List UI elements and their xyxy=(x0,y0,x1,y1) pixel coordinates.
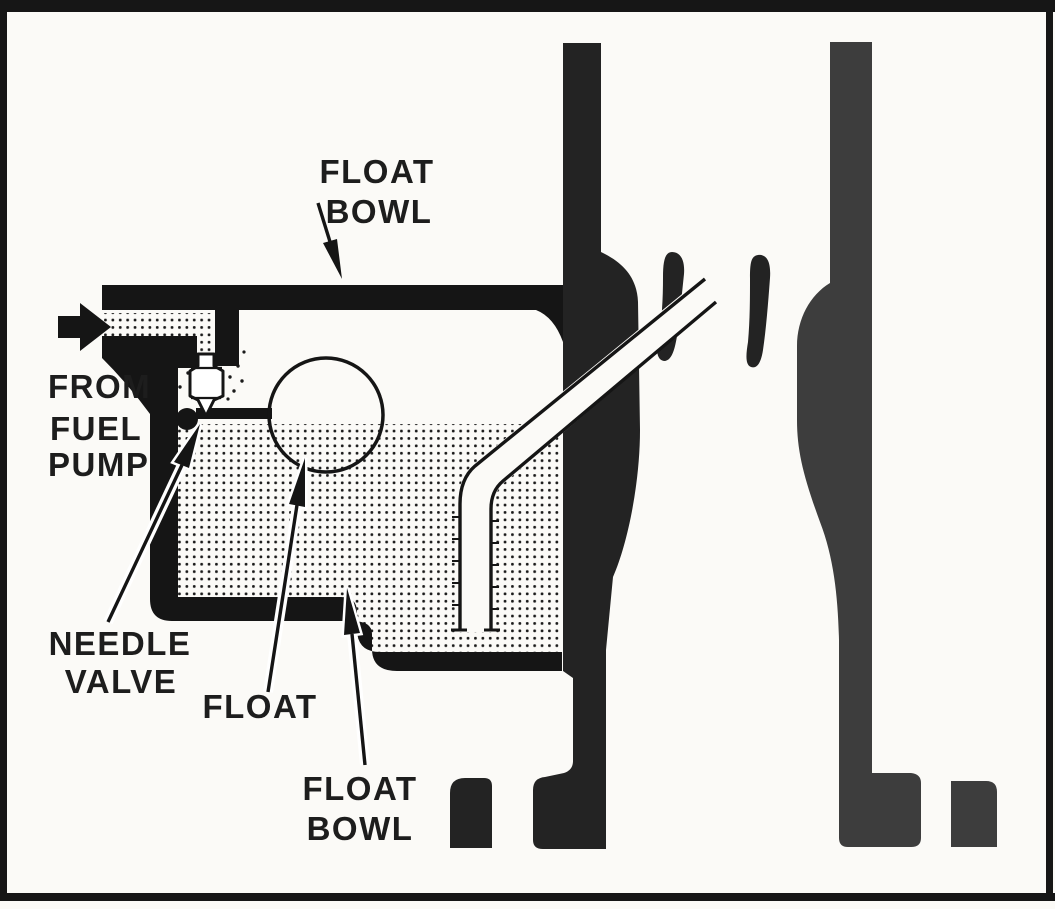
label-float-bowl-bottom: FLOAT BOWL xyxy=(302,770,417,847)
label-float: FLOAT xyxy=(202,688,317,725)
float-lever-pivot xyxy=(176,408,198,430)
label-from-fuel-pump: FROM FUEL PUMP xyxy=(48,368,151,483)
boost-venturi-right xyxy=(746,254,771,368)
label-needle-valve-line2: VALVE xyxy=(65,663,178,700)
label-from-fuel-pump-line2: FUEL xyxy=(50,410,142,447)
float-leader-arrow xyxy=(263,457,308,693)
fuel-inlet-arrow-icon xyxy=(58,303,111,351)
label-needle-valve: NEEDLE VALVE xyxy=(49,625,192,700)
label-float-bowl-bottom-line2: BOWL xyxy=(307,810,414,847)
float-bowl-wall xyxy=(102,336,562,671)
label-float-bowl-top-line2: BOWL xyxy=(326,193,433,230)
bowl-corner-fillet xyxy=(536,310,563,342)
float-bowl-bottom-leader-arrow xyxy=(341,587,370,766)
label-float-bowl-top-line1: FLOAT xyxy=(319,153,434,190)
venturi-right-wall xyxy=(797,42,921,847)
discharge-nozzle-tube xyxy=(451,277,718,632)
venturi-left-wall xyxy=(533,43,640,849)
float-ball xyxy=(267,356,385,474)
inlet-seat-leg xyxy=(215,310,239,366)
throttle-flange-left xyxy=(450,778,492,848)
float-bowl-top-wall xyxy=(102,285,566,310)
label-from-fuel-pump-line1: FROM xyxy=(48,368,151,405)
fuel-inlet-passage xyxy=(104,313,215,356)
label-float-bowl-top: FLOAT BOWL xyxy=(319,153,434,230)
label-from-fuel-pump-line3: PUMP xyxy=(48,446,149,483)
label-float-bowl-bottom-line1: FLOAT xyxy=(302,770,417,807)
float-lever-arm xyxy=(196,408,272,419)
label-needle-valve-line1: NEEDLE xyxy=(49,625,192,662)
float-bowl-top-leader-arrow xyxy=(316,202,342,279)
throttle-flange-right xyxy=(951,781,997,847)
needle-valve-part xyxy=(188,352,225,418)
needle-valve-leader-arrow xyxy=(103,422,203,625)
